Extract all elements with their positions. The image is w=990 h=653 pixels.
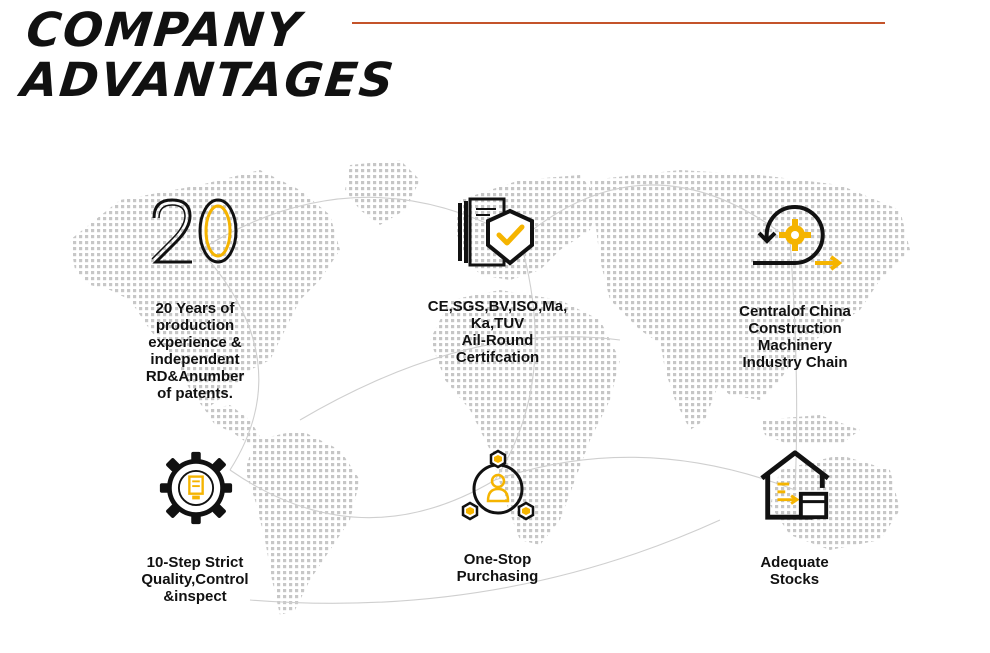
warehouse-icon: [760, 450, 830, 520]
advantage-label-experience: 20 Years of production experience & inde…: [145, 300, 245, 402]
map-greenland: [345, 160, 420, 225]
gear-cycle-icon: [753, 205, 843, 271]
quality-gear-icon: [159, 451, 233, 525]
certification-shield-icon: [458, 197, 534, 267]
map-arc-7: [494, 456, 796, 491]
map-africa: [430, 290, 620, 545]
map-arc-1: [199, 196, 521, 251]
map-arc-3: [519, 184, 791, 241]
one-stop-network-icon: [461, 449, 535, 521]
map-arc-2: [199, 249, 260, 471]
map-indonesia: [760, 415, 860, 445]
page-title: COMPANY ADVANTAGES: [18, 3, 403, 108]
map-australia: [770, 455, 900, 550]
map-arc-9: [299, 336, 621, 421]
advantage-label-one-stop: One-Stop Purchasing: [456, 551, 539, 585]
map-south-asia: [660, 340, 720, 430]
advantage-label-stocks: Adequate Stocks: [760, 554, 829, 588]
map-arc-4: [494, 239, 536, 481]
map-north-america: [70, 170, 340, 410]
map-arc-8: [249, 519, 721, 604]
map-central-america: [205, 405, 262, 445]
map-arc-6: [229, 469, 496, 519]
advantage-label-industry-chain: Centralof China Construction Machinery I…: [739, 303, 851, 371]
title-line-2: ADVANTAGES: [18, 53, 398, 108]
map-arc-5: [789, 239, 798, 491]
title-line-1: COMPANY: [23, 3, 305, 58]
number-20-icon: [151, 198, 238, 264]
advantage-label-quality: 10-Step Strict Quality,Control &inspect: [141, 554, 249, 605]
map-south-america: [245, 430, 360, 615]
advantage-label-certification: CE,SGS,BV,ISO,Ma, Ka,TUV Ail-Round Certi…: [427, 298, 568, 366]
title-accent-rule: [352, 22, 885, 24]
